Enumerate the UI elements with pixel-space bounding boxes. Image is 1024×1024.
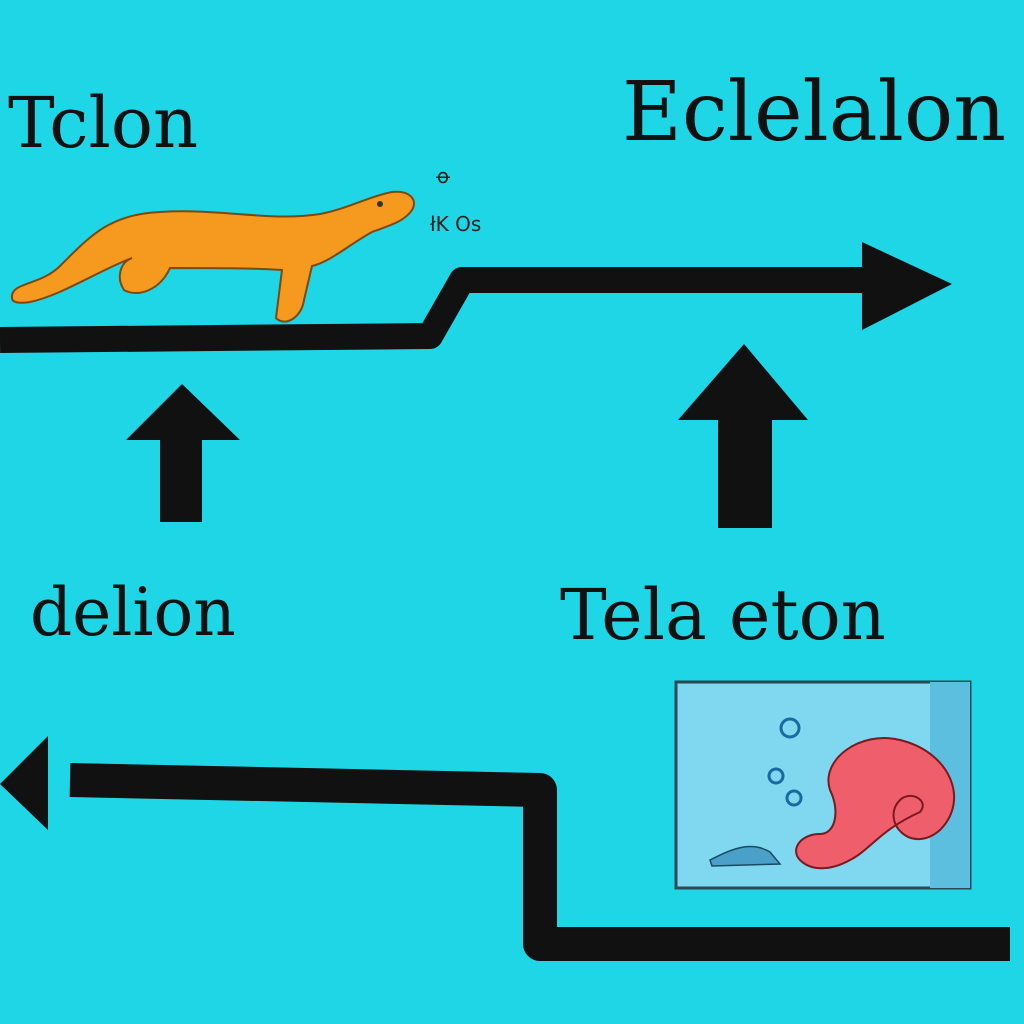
- arrow-up-icon: [678, 344, 808, 528]
- arrow-left-icon: [0, 736, 48, 830]
- label-bottom-left: delion: [30, 574, 236, 651]
- arrow-up-icon: [126, 384, 240, 522]
- top-flow-line: [0, 267, 880, 353]
- octopus-tank-illustration: [674, 680, 972, 890]
- label-top-right: Eclelalon: [622, 65, 1007, 160]
- label-bottom-right: Tela eton: [560, 574, 886, 656]
- annotation-note-1: ꝋ: [436, 164, 451, 188]
- salamander-illustration: [10, 190, 415, 323]
- label-top-left: Tclon: [8, 82, 199, 164]
- bottom-flow-line: [69, 763, 1010, 961]
- arrow-right-icon: [862, 242, 952, 330]
- annotation-note-2: łK Os: [430, 212, 482, 236]
